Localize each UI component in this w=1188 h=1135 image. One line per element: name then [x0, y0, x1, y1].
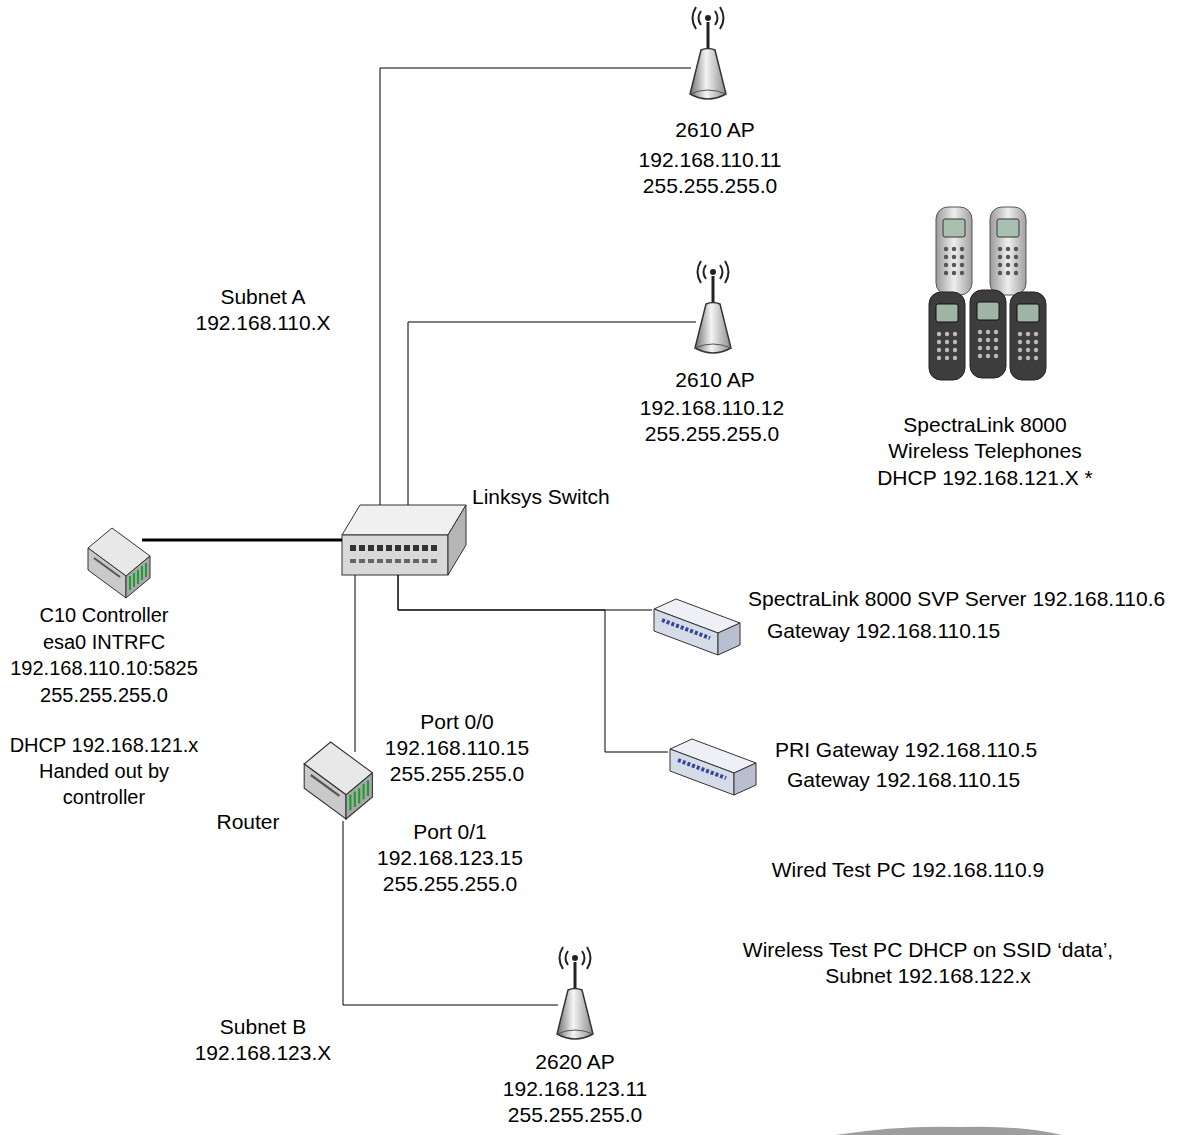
- network-note: DHCP 192.168.121.x Handed out by control…: [4, 732, 204, 810]
- device-label: 2610 AP: [675, 367, 754, 393]
- access-point-icon: [557, 947, 593, 1039]
- network-link: [380, 68, 691, 505]
- device-label: 192.168.110.11: [639, 147, 782, 173]
- network-link: [398, 575, 652, 610]
- device-label: SpectraLink 8000 Wireless Telephones: [878, 412, 1093, 464]
- network-note: Wired Test PC 192.168.110.9: [772, 857, 1044, 883]
- network-note: 255.255.255.0: [383, 871, 517, 897]
- network-note: 192.168.123.X: [195, 1040, 332, 1066]
- network-note: 192.168.110.X: [195, 310, 330, 336]
- device-label: 255.255.255.0: [643, 173, 777, 199]
- network-note: 192.168.110.15: [385, 735, 529, 761]
- device-label: Router: [216, 809, 279, 835]
- cropped-picture: [835, 1127, 1062, 1135]
- server-icon: [654, 599, 740, 655]
- network-note: Wireless Test PC DHCP on SSID ‘data’, Su…: [723, 937, 1133, 989]
- device-label: PRI Gateway 192.168.110.5: [775, 737, 1037, 763]
- network-link: [343, 821, 558, 1005]
- controller-icon: [88, 528, 150, 598]
- gateway-icon: [670, 739, 756, 795]
- device-label: 192.168.110.12: [640, 395, 784, 421]
- device-node: 2620 AP192.168.123.11255.255.255.0: [558, 948, 592, 1044]
- network-link: [398, 575, 668, 752]
- network-note: Subnet A: [220, 284, 305, 310]
- network-note: 192.168.123.15: [377, 845, 523, 871]
- device-label: 192.168.123.11: [503, 1076, 647, 1102]
- network-note: Port 0/0: [420, 709, 494, 735]
- router-icon: [304, 742, 372, 819]
- device-label: SpectraLink 8000 SVP Server 192.168.110.…: [748, 586, 1165, 612]
- device-label: C10 Controller: [40, 602, 169, 628]
- device-node: Linksys Switch: [342, 505, 466, 575]
- device-label: 2620 AP: [535, 1049, 614, 1075]
- access-point-icon: [690, 7, 726, 99]
- device-label: 255.255.255.0: [645, 421, 779, 447]
- network-note: Subnet B: [220, 1014, 306, 1040]
- access-point-icon: [695, 261, 731, 353]
- device-node: PRI Gateway 192.168.110.5Gateway 192.168…: [668, 737, 758, 797]
- device-label: DHCP 192.168.121.X *: [877, 465, 1093, 491]
- device-node: 2610 AP192.168.110.12255.255.255.0: [696, 262, 730, 358]
- network-note: 255.255.255.0: [390, 761, 524, 787]
- switch-icon: [342, 505, 466, 575]
- phone-icons: [929, 207, 1046, 380]
- device-label: Gateway 192.168.110.15: [767, 618, 1000, 644]
- device-label: 192.168.110.10:5825: [10, 655, 198, 681]
- device-label: 255.255.255.0: [508, 1102, 642, 1128]
- device-label: Linksys Switch: [472, 484, 610, 510]
- device-node: Router: [302, 752, 374, 821]
- device-node: SpectraLink 8000 Wireless TelephonesDHCP…: [925, 203, 1051, 383]
- device-label: esa0 INTRFC: [43, 629, 165, 655]
- device-label: Gateway 192.168.110.15: [787, 767, 1020, 793]
- network-link: [355, 575, 356, 752]
- device-node: 2610 AP192.168.110.11255.255.255.0: [691, 8, 725, 104]
- network-link: [142, 539, 342, 542]
- device-label: 2610 AP: [675, 117, 754, 143]
- device-label: 255.255.255.0: [40, 682, 168, 708]
- device-node: SpectraLink 8000 SVP Server 192.168.110.…: [652, 597, 742, 657]
- network-note: Port 0/1: [413, 819, 487, 845]
- device-node: C10 Controlleresa0 INTRFC192.168.110.10:…: [86, 528, 142, 600]
